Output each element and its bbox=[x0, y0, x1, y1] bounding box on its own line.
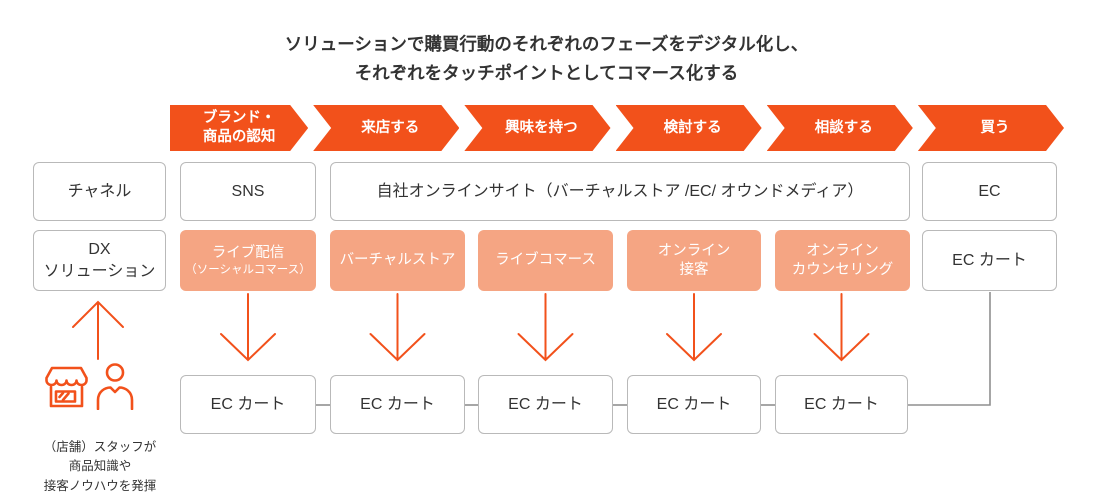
diagram-title: ソリューションで購買行動のそれぞれのフェーズをデジタル化し、 それぞれをタッチポ… bbox=[0, 30, 1093, 88]
cart-to-ec-cart-connector bbox=[908, 292, 991, 406]
ec-cart-box-4: EC カート bbox=[627, 375, 761, 434]
phase-consider: 検討する bbox=[616, 105, 762, 151]
down-arrow-1 bbox=[220, 293, 276, 362]
solution-live-commerce-label: ライブコマース bbox=[495, 252, 596, 269]
staff-person-icon bbox=[96, 363, 134, 410]
up-arrow-staff bbox=[72, 300, 124, 360]
phase-consult: 相談する bbox=[767, 105, 913, 151]
phase-get-interested: 興味を持つ bbox=[464, 105, 610, 151]
ec-cart-box-5: EC カート bbox=[775, 375, 908, 434]
ec-cart-box-1: EC カート bbox=[180, 375, 316, 434]
staff-note: （店舗）スタッフが 商品知識や 接客ノウハウを発揮 bbox=[43, 440, 157, 493]
phase-brand-awareness: ブランド・ 商品の認知 bbox=[170, 105, 308, 151]
solution-virtual-store-label: バーチャルストア bbox=[339, 252, 456, 269]
channel-row-label: チャネル bbox=[33, 162, 166, 221]
dx-row-label: DX ソリューション bbox=[33, 230, 166, 291]
solution-live-streaming-box: ライブ配信 （ソーシャルコマース） bbox=[180, 230, 316, 291]
channel-sns-box: SNS bbox=[180, 162, 316, 221]
phase-visit-store: 来店する bbox=[313, 105, 459, 151]
ec-cart-box-2: EC カート bbox=[330, 375, 465, 434]
ec-cart-box-3: EC カート bbox=[478, 375, 613, 434]
down-arrow-4 bbox=[666, 293, 722, 362]
solution-online-counseling-box: オンライン カウンセリング bbox=[775, 230, 910, 291]
solution-online-service-box: オンライン 接客 bbox=[627, 230, 761, 291]
diagram-title-line1: ソリューションで購買行動のそれぞれのフェーズをデジタル化し、 bbox=[284, 34, 809, 54]
solution-online-service-label: オンライン 接客 bbox=[657, 242, 731, 278]
down-arrow-5 bbox=[813, 293, 870, 362]
channel-ec-box: EC bbox=[922, 162, 1057, 221]
store-icon bbox=[45, 366, 88, 408]
solution-live-commerce-box: ライブコマース bbox=[478, 230, 613, 291]
dx-ec-cart-box: EC カート bbox=[922, 230, 1057, 291]
down-arrow-2 bbox=[369, 293, 426, 362]
down-arrow-3 bbox=[517, 293, 574, 362]
solution-virtual-store-box: バーチャルストア bbox=[330, 230, 465, 291]
solution-live-streaming-sublabel: （ソーシャルコマース） bbox=[185, 263, 311, 276]
channel-online-site-box: 自社オンラインサイト（バーチャルストア /EC/ オウンドメディア） bbox=[330, 162, 910, 221]
diagram-title-line2: それぞれをタッチポイントとしてコマース化する bbox=[354, 62, 739, 83]
solution-online-counseling-label: オンライン カウンセリング bbox=[791, 242, 894, 278]
phase-buy: 買う bbox=[918, 105, 1064, 151]
phase-chevron-bar: ブランド・ 商品の認知 来店する 興味を持つ 検討する 相談する 買う bbox=[170, 105, 1064, 151]
solution-live-streaming-label: ライブ配信 bbox=[211, 244, 285, 261]
